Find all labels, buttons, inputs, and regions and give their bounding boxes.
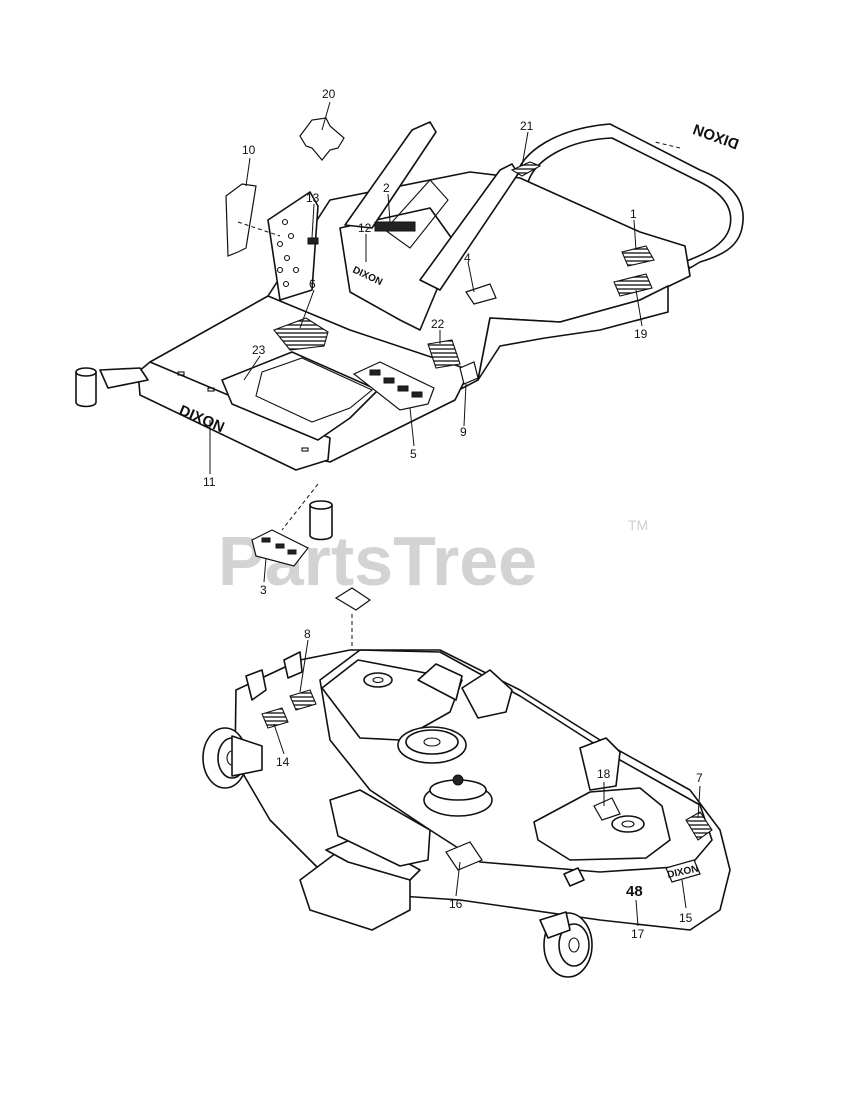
decal-10-strip	[225, 183, 257, 257]
callout-17: 17	[631, 927, 645, 941]
decal-4	[465, 283, 497, 305]
bumper-fasteners	[177, 371, 309, 452]
leader-lines	[209, 101, 701, 927]
deck-anti-scalp	[563, 867, 585, 887]
floor-plate-inner	[255, 357, 374, 423]
callout-22: 22	[431, 317, 445, 331]
callout-labels: 20 10 21 2 13 1 12 4 6 22 19 23 9 5 11 3…	[203, 87, 703, 941]
deck-size-label: 48	[626, 883, 643, 900]
callout-7: 7	[696, 771, 703, 785]
deck-clip	[334, 587, 372, 611]
callout-18: 18	[597, 767, 611, 781]
decal-19	[613, 273, 653, 297]
callout-4: 4	[464, 251, 471, 265]
seat-slot	[384, 179, 449, 249]
front-crossbar	[99, 367, 149, 389]
front-bumper	[137, 361, 331, 471]
mower-deck	[202, 587, 731, 978]
decal-20-shape	[299, 117, 345, 161]
callout-14: 14	[276, 755, 290, 769]
front-caster-post-right	[309, 500, 333, 541]
spindle-pulley	[423, 774, 493, 817]
decal-22	[427, 339, 461, 369]
gauge-wheel-right	[539, 911, 593, 978]
center-pulley	[397, 726, 467, 764]
decal-7	[685, 811, 713, 841]
callout-20: 20	[322, 87, 336, 101]
seat-mount-tower	[339, 207, 461, 331]
left-panel-holes	[276, 218, 300, 288]
callout-23: 23	[252, 343, 266, 357]
rear-logo-text: DIXON	[691, 120, 741, 152]
frame-decals: DIXON DIXON	[225, 117, 741, 567]
seat-bracket-left	[344, 121, 437, 229]
callout-6: 6	[309, 277, 316, 291]
callout-1: 1	[630, 207, 637, 221]
decal-15	[665, 859, 701, 883]
callout-5: 5	[410, 447, 417, 461]
callout-3: 3	[260, 583, 267, 597]
decal-16	[445, 841, 483, 871]
decal-8	[289, 689, 317, 711]
callout-19: 19	[634, 327, 648, 341]
callout-15: 15	[679, 911, 693, 925]
decal-5-blocks	[369, 369, 423, 398]
watermark-trademark: TM	[628, 517, 648, 533]
callout-8: 8	[304, 627, 311, 641]
decal-6	[273, 317, 329, 351]
deck-hanger-arm	[283, 651, 303, 679]
right-pulley-hub	[611, 815, 645, 833]
decal-18	[593, 797, 621, 821]
discharge-guard	[329, 789, 431, 867]
deck-upright-bracket	[461, 669, 513, 719]
gauge-wheel-left	[202, 727, 263, 789]
decal-9	[459, 361, 479, 385]
deck-spindle-cover-right	[533, 787, 671, 861]
deck-right-bracket	[579, 737, 621, 791]
deck-left-hanger	[245, 669, 267, 701]
decal-21	[510, 161, 542, 177]
callout-9: 9	[460, 425, 467, 439]
callout-10: 10	[242, 143, 256, 157]
front-caster-post-left	[75, 367, 97, 408]
callout-12: 12	[358, 221, 372, 235]
decal-14	[261, 707, 289, 729]
callout-21: 21	[520, 119, 534, 133]
deck-decals: DIXON 48	[261, 689, 713, 900]
chassis-frame: DIXON	[75, 121, 744, 541]
callout-16: 16	[449, 897, 463, 911]
callout-13: 13	[306, 191, 320, 205]
rear-frame-tube	[514, 123, 744, 269]
callout-2: 2	[383, 181, 390, 195]
left-pulley-hub	[363, 672, 393, 688]
decal-1	[621, 245, 655, 267]
decal-3-blocks	[261, 537, 297, 555]
frame-right-panel	[477, 285, 669, 381]
decal-13	[307, 237, 319, 245]
deck-cover-flap	[417, 663, 463, 701]
decal-2	[374, 221, 416, 232]
callout-11: 11	[203, 475, 216, 489]
